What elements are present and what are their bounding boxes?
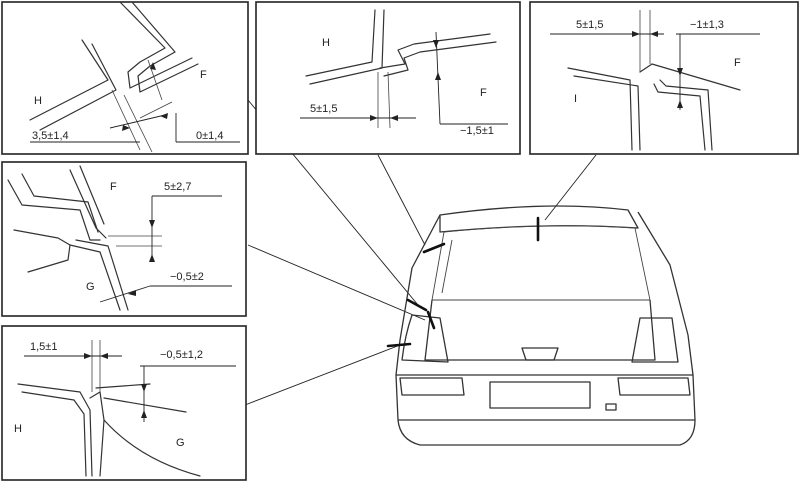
dimension-gap: 5±1,5: [576, 19, 603, 31]
leader-middle-left: [247, 244, 426, 321]
dimension-flush: −0,5±2: [170, 271, 204, 283]
label-h: H: [34, 95, 42, 107]
label-g: G: [86, 281, 95, 293]
badge-emblem: [521, 347, 559, 361]
leader-top-center: [377, 154, 426, 246]
panel-top-left: H F 3,5±1,4 0±1,4: [1, 1, 249, 155]
label-i: I: [574, 93, 577, 105]
label-h: H: [322, 37, 330, 49]
dimension-gap: 3,5±1,4: [32, 130, 69, 142]
leader-top-right: [544, 154, 597, 221]
marker-side: [406, 298, 428, 312]
license-plate: [489, 381, 591, 409]
label-f: F: [200, 69, 207, 81]
dimension-flush: 0±1,4: [196, 130, 223, 142]
panel-top-center: H F 5±1,5 −1,5±1: [255, 1, 521, 155]
marker-lower: [386, 342, 412, 348]
car-rear-view: [386, 205, 696, 446]
right-tail-light: [631, 317, 679, 363]
rear-window: [431, 225, 651, 301]
car-body-outline: [395, 211, 696, 446]
panel-top-right: I F 5±1,5 −1±1,3: [529, 1, 799, 155]
dimension-flush: −0,5±1,2: [160, 349, 203, 361]
right-reflector: [617, 377, 691, 396]
dimension-flush: −1,5±1: [460, 125, 494, 137]
label-f: F: [734, 57, 741, 69]
dimension-flush: −1±1,3: [690, 19, 724, 31]
leader-bottom-left: [244, 344, 401, 406]
marker-tail-light: [426, 310, 436, 330]
tailgate-panel: [424, 299, 656, 361]
dimension-gap: 5±1,5: [310, 103, 337, 115]
dimension-gap: 5±2,7: [164, 181, 191, 193]
label-h: H: [14, 423, 22, 435]
dimension-gap: 1,5±1: [30, 341, 57, 353]
panel-middle-left: F G 5±2,7 −0,5±2: [1, 161, 247, 317]
label-f: F: [480, 87, 487, 99]
label-f: F: [110, 181, 117, 193]
label-g: G: [176, 437, 185, 449]
marker-top-left-corner: [422, 242, 446, 254]
left-reflector: [399, 377, 465, 396]
panel-bottom-left: H G 1,5±1 −0,5±1,2: [1, 325, 247, 481]
